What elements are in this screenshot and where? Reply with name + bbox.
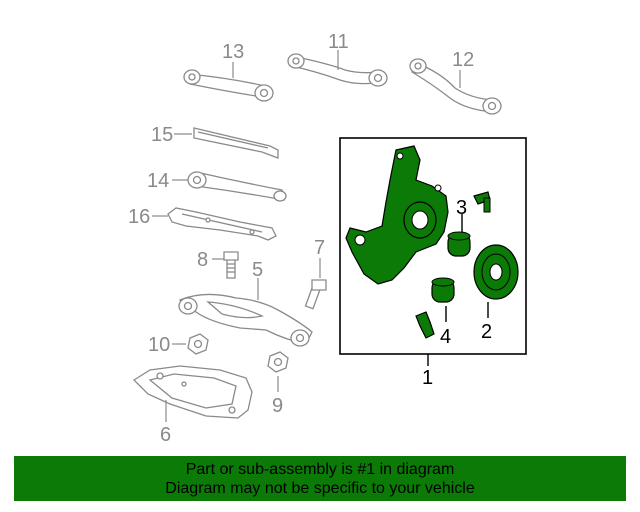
part-7-bolt[interactable] xyxy=(304,279,327,310)
callout-6: 6 xyxy=(160,424,171,446)
notice-line-2: Diagram may not be specific to your vehi… xyxy=(165,480,475,497)
callout-15: 15 xyxy=(151,124,173,146)
callout-2: 2 xyxy=(481,321,492,343)
part-10-nut[interactable] xyxy=(187,333,209,355)
callout-1: 1 xyxy=(422,367,433,389)
callout-16: 16 xyxy=(128,206,150,228)
callout-9: 9 xyxy=(272,395,283,417)
part-5-lower-control-arm[interactable] xyxy=(178,293,313,347)
box-bolt-highlight xyxy=(473,191,491,213)
callout-11: 11 xyxy=(328,31,349,53)
part-4-bushing[interactable] xyxy=(431,277,455,303)
callout-14: 14 xyxy=(147,170,169,192)
callout-10: 10 xyxy=(148,334,170,356)
callout-4: 4 xyxy=(440,326,451,348)
box-bracket-highlight xyxy=(415,311,435,339)
part-15-cover[interactable] xyxy=(193,127,279,159)
part-6-subframe[interactable] xyxy=(132,365,253,419)
part-16-shield[interactable] xyxy=(167,207,277,241)
notice-banner: Part or sub-assembly is #1 in diagram Di… xyxy=(14,456,626,501)
knuckle-highlight xyxy=(345,145,449,285)
notice-line-1: Part or sub-assembly is #1 in diagram xyxy=(185,461,455,478)
callout-13: 13 xyxy=(222,41,244,63)
callout-8: 8 xyxy=(197,249,208,271)
part-9-nut[interactable] xyxy=(267,351,289,373)
callout-12: 12 xyxy=(452,49,474,71)
part-2-hub-bearing[interactable] xyxy=(473,244,519,300)
parts-diagram: 13 11 12 15 14 16 xyxy=(128,31,527,446)
assembly-1-box[interactable]: 3 2 4 xyxy=(339,137,527,355)
callout-7: 7 xyxy=(314,237,325,259)
part-14-link-arm[interactable] xyxy=(187,171,287,202)
part-8-bolt[interactable] xyxy=(223,251,239,279)
part-3-bushing[interactable] xyxy=(447,231,471,257)
part-12-long-arm[interactable] xyxy=(409,58,502,115)
part-13-control-arm[interactable] xyxy=(183,69,274,102)
part-11-upper-arm[interactable] xyxy=(287,53,388,87)
callout-5: 5 xyxy=(252,259,263,281)
callout-3: 3 xyxy=(456,197,467,219)
